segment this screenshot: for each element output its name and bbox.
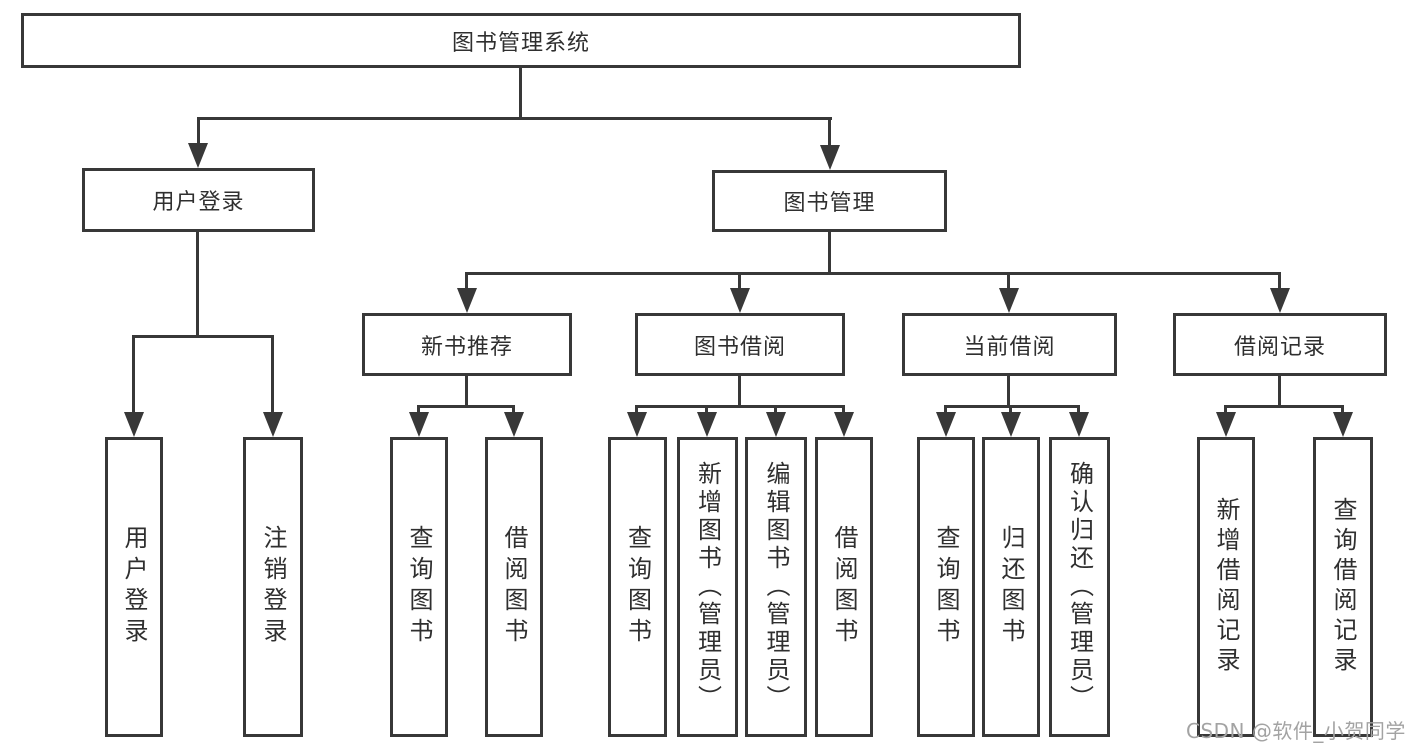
leaf-query-borrow-record: 查询借阅记录 <box>1313 437 1373 737</box>
node-current-borrow-label: 当前借阅 <box>963 334 1056 360</box>
connector-book-borrow-stem <box>738 376 741 405</box>
leaf-query-borrow-record-label: 查询借阅记录 <box>1329 497 1357 677</box>
arrowhead-leaf-logout-icon <box>263 412 283 437</box>
connector-level2-hbar <box>197 117 832 120</box>
leaf-query-book-2: 查询图书 <box>608 437 667 737</box>
arrowhead-borrow-book-2-icon <box>834 412 854 437</box>
leaf-user-login: 用户登录 <box>105 437 163 737</box>
connector-user-login-stem <box>196 232 199 335</box>
arrowhead-query-borrow-record-icon <box>1333 412 1353 437</box>
arrowhead-query-book-1-icon <box>409 412 429 437</box>
node-book-mgmt: 图书管理 <box>712 170 947 232</box>
connector-drop-book-borrow <box>738 272 741 292</box>
connector-drop-current-borrow <box>1007 272 1010 292</box>
node-user-login: 用户登录 <box>82 168 315 232</box>
arrowhead-book-borrow-icon <box>730 288 750 313</box>
arrowhead-book-mgmt-icon <box>820 145 840 170</box>
connector-drop-edit-book <box>774 405 777 415</box>
connector-drop-query-book-3 <box>944 405 947 415</box>
arrowhead-user-login-icon <box>188 143 208 168</box>
leaf-add-book-label: 新增图书（管理员） <box>693 461 722 713</box>
leaf-confirm-return: 确认归还（管理员） <box>1049 437 1110 737</box>
leaf-logout-label: 注销登录 <box>259 525 287 649</box>
connector-drop-book-mgmt <box>828 117 831 149</box>
node-new-book-rec-label: 新书推荐 <box>420 334 513 360</box>
arrowhead-confirm-return-icon <box>1069 412 1089 437</box>
node-root: 图书管理系统 <box>21 13 1021 68</box>
connector-drop-borrow-book-2 <box>842 405 845 415</box>
leaf-borrow-book-2: 借阅图书 <box>815 437 873 737</box>
leaf-query-book-2-label: 查询图书 <box>623 525 652 649</box>
leaf-borrow-book-1: 借阅图书 <box>485 437 543 737</box>
leaf-return-book: 归还图书 <box>982 437 1040 737</box>
arrowhead-add-book-icon <box>697 412 717 437</box>
connector-drop-leaf-logout <box>271 335 274 417</box>
leaf-query-book-1-label: 查询图书 <box>405 525 433 649</box>
leaf-user-login-label: 用户登录 <box>120 525 148 649</box>
leaf-edit-book: 编辑图书（管理员） <box>745 437 807 737</box>
connector-root-stem <box>519 68 522 118</box>
connector-drop-user-login <box>197 117 200 147</box>
connector-drop-query-book-1 <box>417 405 420 415</box>
connector-new-book-rec-stem <box>465 376 468 405</box>
connector-drop-add-book <box>705 405 708 415</box>
connector-new-book-rec-hbar <box>417 405 515 408</box>
arrowhead-leaf-user-login-icon <box>124 412 144 437</box>
node-root-label: 图书管理系统 <box>451 30 590 56</box>
leaf-edit-book-label: 编辑图书（管理员） <box>762 461 790 713</box>
connector-drop-confirm-return <box>1077 405 1080 415</box>
node-current-borrow: 当前借阅 <box>902 313 1117 376</box>
arrowhead-query-book-3-icon <box>936 412 956 437</box>
node-new-book-rec: 新书推荐 <box>362 313 572 376</box>
connector-drop-borrow-book-1 <box>512 405 515 415</box>
connector-drop-add-borrow-record <box>1224 405 1227 415</box>
node-book-borrow: 图书借阅 <box>635 313 845 376</box>
arrowhead-borrow-records-icon <box>1270 288 1290 313</box>
arrowhead-new-book-rec-icon <box>457 288 477 313</box>
leaf-confirm-return-label: 确认归还（管理员） <box>1065 461 1094 713</box>
connector-drop-query-book-2 <box>635 405 638 415</box>
csdn-watermark: CSDN @软件_小贺同学 <box>1186 719 1405 743</box>
connector-drop-leaf-user-login <box>132 335 135 417</box>
leaf-add-borrow-record-label: 新增借阅记录 <box>1212 497 1240 677</box>
node-book-mgmt-label: 图书管理 <box>783 191 876 216</box>
leaf-query-book-3: 查询图书 <box>917 437 975 737</box>
node-user-login-label: 用户登录 <box>152 190 245 215</box>
leaf-add-borrow-record: 新增借阅记录 <box>1197 437 1255 737</box>
leaf-add-book: 新增图书（管理员） <box>677 437 738 737</box>
node-borrow-records-label: 借阅记录 <box>1233 334 1326 360</box>
leaf-borrow-book-2-label: 借阅图书 <box>830 525 858 649</box>
connector-drop-borrow-records <box>1278 272 1281 292</box>
connector-current-borrow-stem <box>1007 376 1010 405</box>
leaf-logout: 注销登录 <box>243 437 303 737</box>
connector-borrow-records-stem <box>1278 376 1281 405</box>
leaf-borrow-book-1-label: 借阅图书 <box>500 525 528 649</box>
leaf-query-book-1: 查询图书 <box>390 437 448 737</box>
connector-book-mgmt-stem <box>828 232 831 272</box>
connector-current-borrow-hbar <box>944 405 1080 408</box>
leaf-query-book-3-label: 查询图书 <box>932 525 960 649</box>
connector-drop-return-book <box>1009 405 1012 415</box>
connector-drop-query-borrow-record <box>1341 405 1344 415</box>
arrowhead-borrow-book-1-icon <box>504 412 524 437</box>
arrowhead-current-borrow-icon <box>999 288 1019 313</box>
node-book-borrow-label: 图书借阅 <box>693 334 786 360</box>
connector-book-borrow-hbar <box>635 405 845 408</box>
leaf-return-book-label: 归还图书 <box>997 525 1025 649</box>
connector-user-login-hbar <box>132 335 274 338</box>
arrowhead-return-book-icon <box>1001 412 1021 437</box>
connector-borrow-records-hbar <box>1224 405 1344 408</box>
arrowhead-add-borrow-record-icon <box>1216 412 1236 437</box>
node-borrow-records: 借阅记录 <box>1173 313 1387 376</box>
arrowhead-edit-book-icon <box>766 412 786 437</box>
arrowhead-query-book-2-icon <box>627 412 647 437</box>
connector-level3-hbar <box>465 272 1281 275</box>
connector-drop-new-book-rec <box>465 272 468 292</box>
